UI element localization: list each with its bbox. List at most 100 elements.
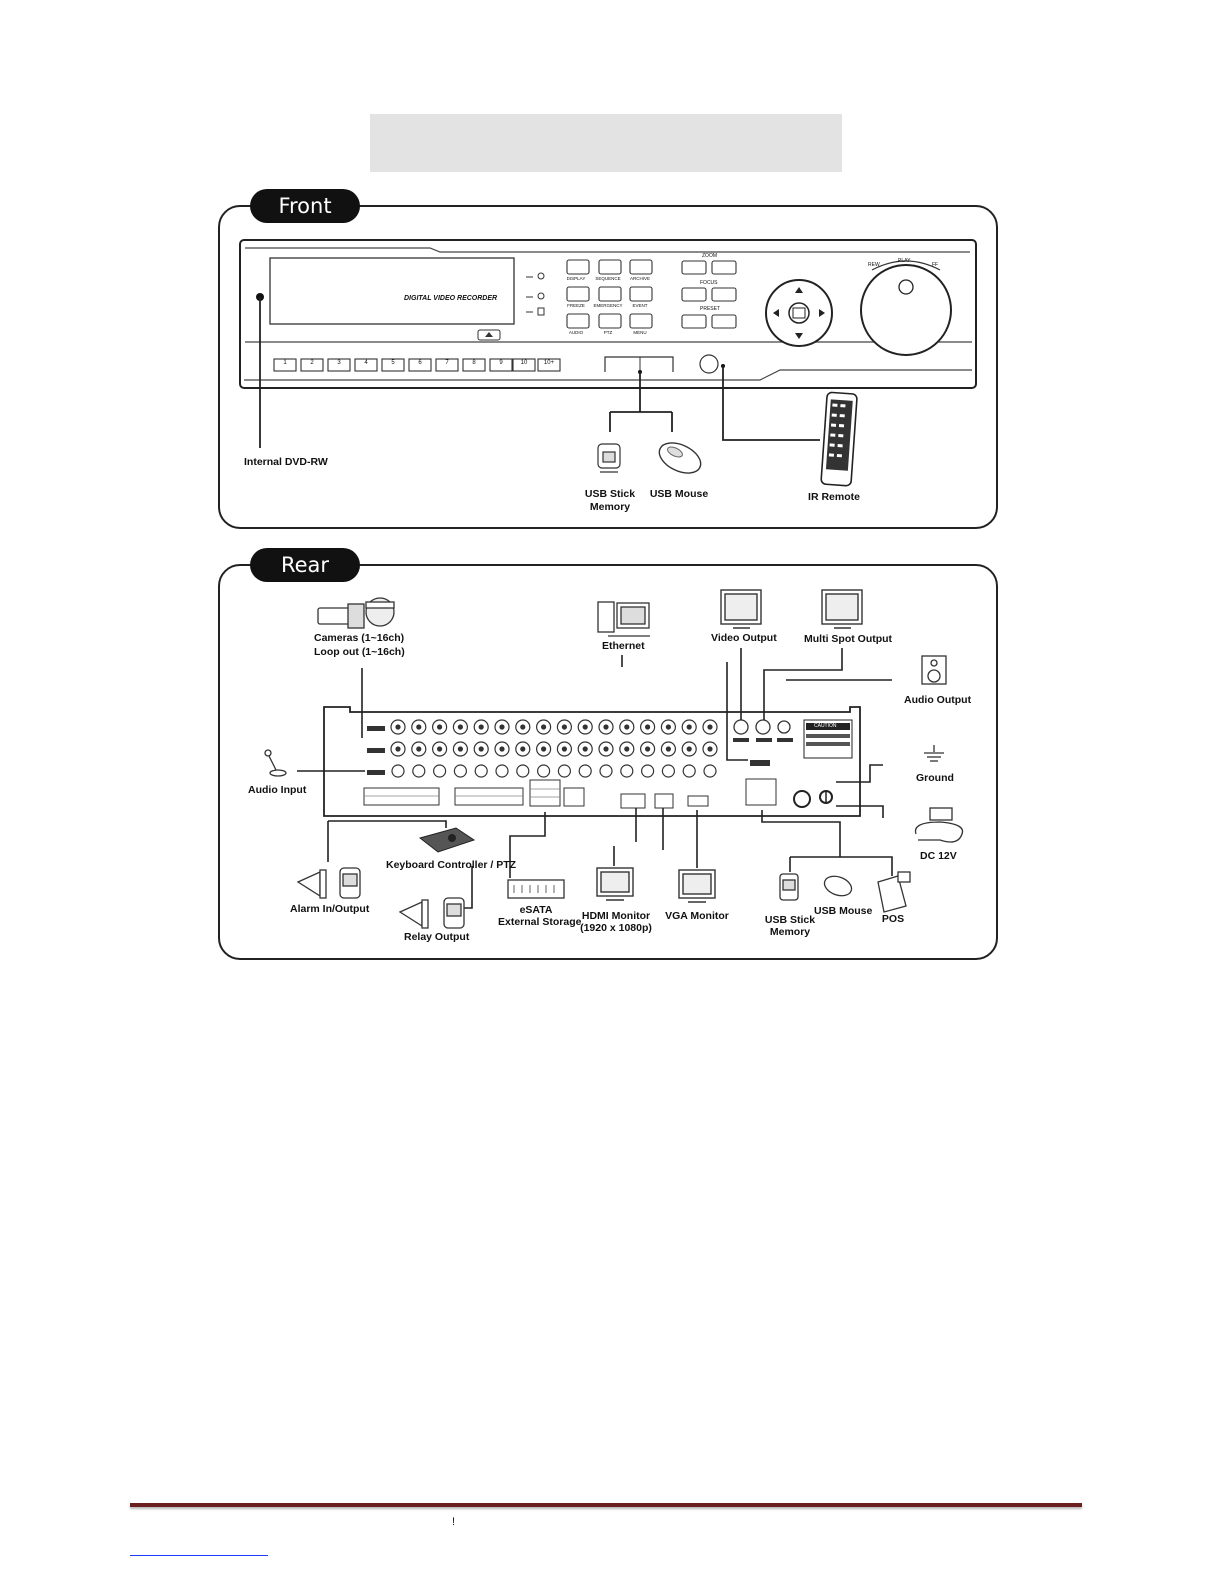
multi-spot-monitor-icon bbox=[821, 589, 863, 629]
microphone-icon bbox=[264, 749, 287, 777]
esata-storage-icon bbox=[507, 879, 565, 899]
bnc-pin bbox=[478, 746, 484, 752]
channel-button-1[interactable]: 1 bbox=[283, 360, 287, 366]
control-label: MENU bbox=[633, 330, 647, 335]
label-usb-mouse-rear: USB Mouse bbox=[814, 905, 873, 917]
keyboard-controller-icon bbox=[418, 827, 476, 853]
audio-connector bbox=[640, 764, 655, 778]
label-audio-output: Audio Output bbox=[904, 694, 972, 706]
label-keyboard-controller: Keyboard Controller / PTZ bbox=[386, 859, 517, 871]
audio-connector bbox=[412, 764, 426, 778]
label-external-storage: External Storage bbox=[498, 916, 582, 928]
bnc-pin bbox=[644, 724, 651, 730]
footer-link-underline[interactable] bbox=[130, 1555, 268, 1556]
label-audio-input: Audio Input bbox=[248, 784, 307, 796]
hdmi-monitor-icon bbox=[596, 867, 634, 901]
label-ground: Ground bbox=[916, 772, 954, 784]
label-esata: eSATA bbox=[519, 904, 553, 916]
bnc-pin bbox=[665, 746, 672, 752]
ground-symbol-icon bbox=[924, 745, 944, 762]
usb-stick-icon bbox=[597, 443, 621, 473]
vga-monitor-icon bbox=[678, 869, 716, 903]
sensor-icon bbox=[339, 867, 465, 929]
channel-button-8[interactable]: 8 bbox=[472, 360, 476, 366]
speaker-icon bbox=[921, 655, 947, 685]
label-ethernet: Ethernet bbox=[602, 640, 645, 652]
audio-connector bbox=[453, 764, 467, 778]
preset-label: PRESET bbox=[700, 306, 721, 312]
label-usb-stick-memory-rear: Memory bbox=[769, 926, 811, 938]
footer-rule bbox=[130, 1503, 1082, 1507]
label-relay-output: Relay Output bbox=[404, 931, 470, 943]
bnc-pin bbox=[561, 746, 568, 752]
audio-connector bbox=[703, 764, 717, 778]
bnc-pin bbox=[499, 746, 505, 752]
bnc-pin bbox=[478, 724, 484, 730]
bnc-pin bbox=[686, 724, 692, 730]
bnc-pin bbox=[457, 724, 463, 730]
channel-button-9[interactable]: 9 bbox=[499, 360, 503, 366]
ir-remote-icon bbox=[820, 391, 858, 487]
channel-button-5[interactable]: 5 bbox=[391, 360, 395, 366]
channel-button-4[interactable]: 4 bbox=[364, 360, 368, 366]
control-labels: DISPLAY SEQUENCE ARCHIVE FREEZE EMERGENC… bbox=[560, 276, 660, 335]
channel-button-10[interactable]: 10 bbox=[520, 360, 528, 366]
bnc-pin bbox=[644, 746, 651, 752]
bnc-pin bbox=[395, 746, 401, 752]
bnc-pin bbox=[416, 724, 422, 730]
audio-connector bbox=[557, 764, 572, 778]
label-cameras: Cameras (1~16ch) bbox=[314, 632, 405, 644]
label-ir-remote: IR Remote bbox=[808, 491, 860, 503]
label-internal-dvd: Internal DVD-RW bbox=[244, 456, 328, 468]
channel-button-2[interactable]: 2 bbox=[310, 360, 314, 366]
channel-button-3[interactable]: 3 bbox=[337, 360, 341, 366]
rew-label: REW bbox=[868, 262, 880, 268]
channel-button-7[interactable]: 7 bbox=[445, 360, 449, 366]
label-alarm: Alarm In/Output bbox=[290, 903, 370, 915]
control-label: EVENT bbox=[632, 303, 648, 308]
audio-connector bbox=[599, 764, 613, 778]
bnc-pin bbox=[582, 724, 588, 730]
label-vga-monitor: VGA Monitor bbox=[665, 910, 729, 922]
footer-mark: ! bbox=[452, 1516, 456, 1528]
audio-connector bbox=[516, 764, 530, 778]
focus-label: FOCUS bbox=[700, 280, 718, 286]
control-label: PTZ bbox=[603, 330, 613, 335]
label-hdmi-monitor: HDMI Monitor bbox=[581, 910, 651, 922]
label-usb-mouse: USB Mouse bbox=[649, 488, 709, 500]
audio-connector bbox=[536, 764, 551, 778]
audio-connector bbox=[661, 764, 676, 778]
label-usb-stick-rear: USB Stick bbox=[764, 914, 816, 926]
audio-connector bbox=[433, 764, 447, 778]
camera-icon bbox=[317, 597, 395, 629]
computer-icon bbox=[597, 601, 650, 637]
bnc-pin bbox=[540, 746, 547, 752]
channel-button-6[interactable]: 6 bbox=[418, 360, 422, 366]
label-hdmi-resolution: (1920 x 1080p) bbox=[580, 922, 652, 934]
rear-tab: Rear bbox=[250, 548, 360, 582]
bnc-pin bbox=[665, 724, 672, 730]
channel-button-10plus[interactable]: 10+ bbox=[543, 360, 555, 366]
ff-label: FF bbox=[932, 262, 939, 268]
bnc-pin bbox=[707, 724, 713, 730]
audio-connector bbox=[495, 764, 509, 778]
label-loop-out: Loop out (1~16ch) bbox=[314, 646, 405, 658]
usb-mouse-icon bbox=[658, 442, 702, 474]
control-label: DISPLAY bbox=[566, 276, 586, 281]
bnc-pin bbox=[603, 746, 609, 752]
audio-connector bbox=[578, 764, 592, 778]
zoom-label: ZOOM bbox=[702, 253, 717, 259]
pos-terminal-icon bbox=[877, 871, 911, 913]
audio-connector bbox=[474, 764, 488, 778]
control-label: ARCHIVE bbox=[629, 276, 650, 281]
video-output-monitor-icon bbox=[720, 589, 762, 629]
label-pos: POS bbox=[881, 913, 905, 925]
control-label: AUDIO bbox=[568, 330, 584, 335]
control-label: SEQUENCE bbox=[595, 276, 621, 281]
title-placeholder-box bbox=[370, 114, 842, 172]
control-label: EMERGENCY bbox=[593, 303, 623, 308]
siren-horn-icon bbox=[296, 869, 429, 929]
bnc-pin bbox=[395, 724, 401, 730]
